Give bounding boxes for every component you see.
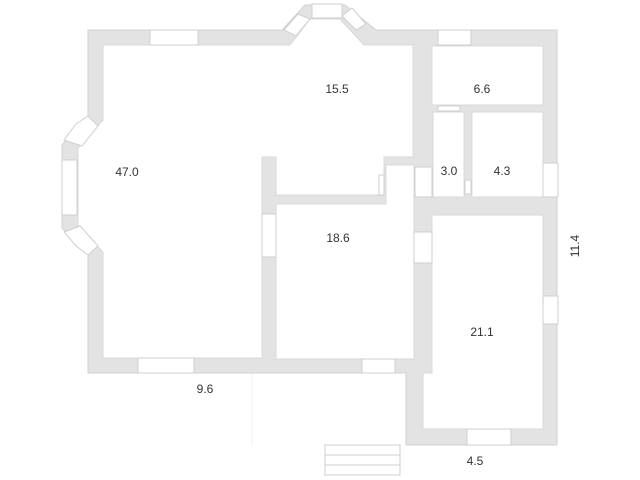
window-annex-bottom: [466, 428, 512, 446]
room-center: [275, 164, 415, 360]
door-hall: [378, 174, 385, 196]
room-top-right: [431, 45, 544, 106]
room-bath: [471, 111, 544, 198]
room-area-label: 18.6: [326, 231, 350, 245]
dimension-label: 4.5: [466, 454, 484, 468]
window-right: [542, 295, 559, 325]
step: [324, 444, 401, 456]
window-bay-left-lower: [63, 225, 99, 256]
room-area-label: 6.6: [473, 82, 491, 96]
room-area-label: 47.0: [115, 165, 139, 179]
window-bay-left: [61, 159, 78, 216]
windows: [61, 3, 559, 446]
window-bay-top-left: [283, 13, 311, 37]
entrance-steps: [324, 444, 401, 476]
room-area-label: 3.0: [440, 164, 458, 178]
window-bottom-left: [137, 357, 195, 374]
room-small-bath: [432, 111, 465, 198]
door-bath: [464, 179, 472, 195]
door-annex: [413, 231, 433, 264]
door-partition: [261, 213, 277, 258]
window-top-left: [149, 29, 199, 46]
room-living-and-hall: [77, 18, 414, 359]
room-area-label: 15.5: [325, 82, 349, 96]
door-entrance: [414, 166, 433, 198]
room-annex: [422, 214, 544, 430]
room-area-label: 21.1: [470, 325, 494, 339]
window-bath: [542, 162, 559, 198]
window-bay-top: [311, 3, 343, 19]
dimension-label: 9.6: [196, 382, 214, 396]
door-small-bath-top: [437, 105, 461, 112]
step: [324, 464, 401, 476]
dimension-label: 11.4: [568, 234, 582, 258]
window-bottom-center: [361, 358, 396, 374]
window-bay-left-upper: [63, 115, 99, 147]
window-top-right: [437, 29, 472, 46]
step: [324, 454, 401, 466]
window-bay-top-right: [341, 7, 367, 31]
room-area-label: 4.3: [493, 164, 511, 178]
